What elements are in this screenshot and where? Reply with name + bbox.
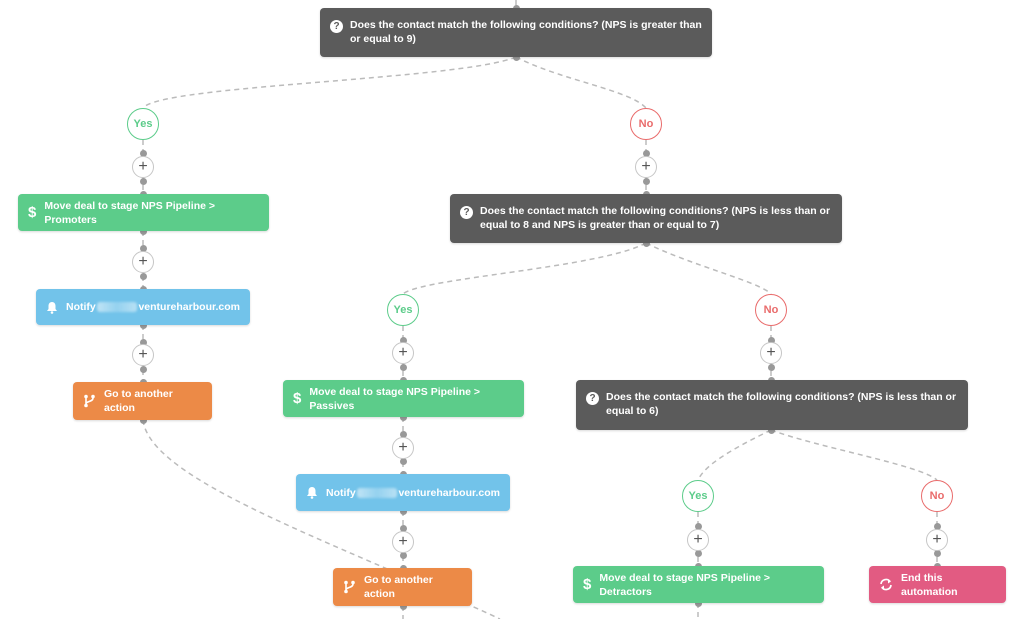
connector-dot xyxy=(399,524,407,532)
end-automation-action[interactable]: End this automation xyxy=(869,566,1006,603)
notify-domain: ventureharbour.com xyxy=(398,486,500,499)
connector-dot xyxy=(512,53,520,61)
dollar-icon: $ xyxy=(293,389,302,407)
connector-dot xyxy=(767,426,775,434)
add-step-button[interactable]: + xyxy=(392,437,414,459)
connector-dot xyxy=(399,413,407,421)
condition-text: Does the contact match the following con… xyxy=(606,391,957,417)
connector-dot xyxy=(694,599,702,607)
condition-text: Does the contact match the following con… xyxy=(350,19,702,45)
branch-yes-passives[interactable]: Yes xyxy=(387,294,419,326)
connector-dot xyxy=(139,365,147,373)
go-to-another-action[interactable]: Go to another action xyxy=(73,382,212,420)
notify-prefix: Notify xyxy=(66,301,96,313)
connector-dot xyxy=(642,177,650,185)
connector-dot xyxy=(139,416,147,424)
connector xyxy=(142,56,517,109)
connector-dot xyxy=(139,244,147,252)
connector-dot xyxy=(139,149,147,157)
connector-dot xyxy=(399,336,407,344)
redacted-email xyxy=(96,302,138,312)
connector-dot xyxy=(399,457,407,465)
add-step-button[interactable]: + xyxy=(760,342,782,364)
go-to-another-action[interactable]: Go to another action xyxy=(333,568,472,606)
branch-icon xyxy=(83,394,96,408)
condition-nps-7-8[interactable]: ? Does the contact match the following c… xyxy=(450,194,842,243)
branch-no-end[interactable]: No xyxy=(921,480,953,512)
connector-dot xyxy=(767,336,775,344)
question-circle-icon: ? xyxy=(460,206,473,219)
condition-text: Does the contact match the following con… xyxy=(480,205,831,231)
connector-dot xyxy=(139,338,147,346)
action-label: End this automation xyxy=(901,571,958,598)
add-step-button[interactable]: + xyxy=(392,342,414,364)
move-deal-promoters-action[interactable]: $ Move deal to stage NPS Pipeline > Prom… xyxy=(18,194,269,231)
notify-action[interactable]: Notify ventureharbour.com xyxy=(36,289,250,325)
connector-dot xyxy=(399,551,407,559)
connector-dot xyxy=(399,507,407,515)
dollar-icon: $ xyxy=(28,203,37,221)
connector-dot xyxy=(642,149,650,157)
connector xyxy=(515,56,647,109)
action-label: Go to another action xyxy=(364,574,433,600)
connector-dot xyxy=(933,522,941,530)
notify-domain: ventureharbour.com xyxy=(138,301,240,313)
notify-action[interactable]: Notify ventureharbour.com xyxy=(296,474,510,511)
bell-icon xyxy=(46,301,58,314)
add-step-button[interactable]: + xyxy=(132,156,154,178)
connector-dot xyxy=(933,549,941,557)
connector-dot xyxy=(399,430,407,438)
dollar-icon: $ xyxy=(583,575,592,593)
connector-dot xyxy=(399,363,407,371)
action-label: Move deal to stage NPS Pipeline > Detrac… xyxy=(599,571,771,598)
connector xyxy=(645,242,772,295)
connector-dot xyxy=(694,522,702,530)
connector-dot xyxy=(694,549,702,557)
connector-dot xyxy=(139,272,147,280)
add-step-button[interactable]: + xyxy=(926,529,948,551)
question-circle-icon: ? xyxy=(330,20,343,33)
add-step-button[interactable]: + xyxy=(687,529,709,551)
refresh-icon xyxy=(879,578,893,591)
redacted-email xyxy=(356,487,398,498)
action-label: Go to another action xyxy=(104,388,173,414)
move-deal-passives-action[interactable]: $ Move deal to stage NPS Pipeline > Pass… xyxy=(283,380,524,417)
connector xyxy=(697,429,772,481)
move-deal-detractors-action[interactable]: $ Move deal to stage NPS Pipeline > Detr… xyxy=(573,566,824,603)
question-circle-icon: ? xyxy=(586,392,599,405)
add-step-button[interactable]: + xyxy=(132,344,154,366)
bell-icon xyxy=(306,486,318,499)
add-step-button[interactable]: + xyxy=(392,531,414,553)
add-step-button[interactable]: + xyxy=(635,156,657,178)
condition-nps-9-plus[interactable]: ? Does the contact match the following c… xyxy=(320,8,712,57)
branch-yes-detractors[interactable]: Yes xyxy=(682,480,714,512)
connector-dot xyxy=(642,239,650,247)
action-label: Move deal to stage NPS Pipeline > Passiv… xyxy=(309,385,481,412)
connector-dot xyxy=(139,177,147,185)
branch-no-not-passives[interactable]: No xyxy=(755,294,787,326)
action-label: Move deal to stage NPS Pipeline > Promot… xyxy=(44,199,216,226)
condition-nps-6-or-less[interactable]: ? Does the contact match the following c… xyxy=(576,380,968,430)
add-step-button[interactable]: + xyxy=(132,251,154,273)
branch-icon xyxy=(343,580,356,594)
connector xyxy=(402,242,647,295)
branch-yes-promoters[interactable]: Yes xyxy=(127,108,159,140)
branch-no-not-promoters[interactable]: No xyxy=(630,108,662,140)
connector xyxy=(770,429,938,481)
notify-prefix: Notify xyxy=(326,486,356,499)
connector-dot xyxy=(767,363,775,371)
connector-dot xyxy=(139,227,147,235)
connector-dot xyxy=(399,602,407,610)
connector-dot xyxy=(139,321,147,329)
